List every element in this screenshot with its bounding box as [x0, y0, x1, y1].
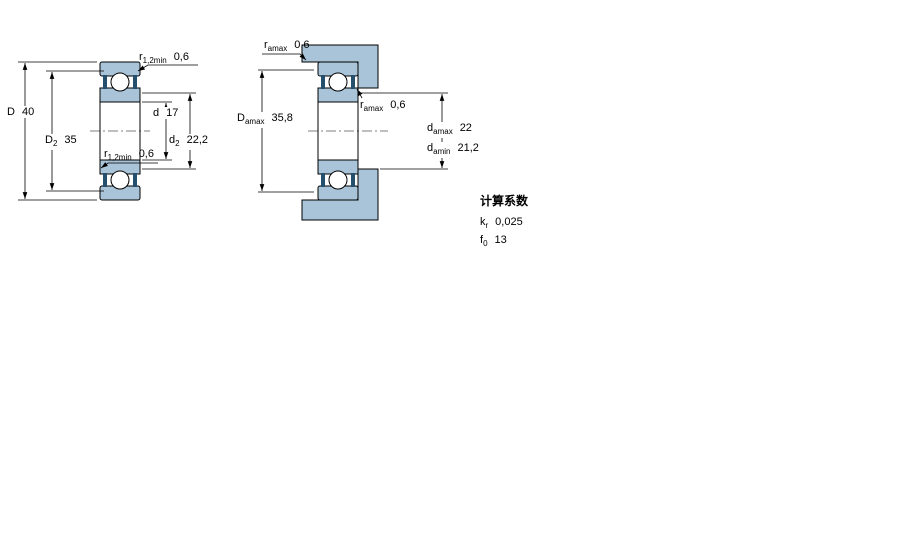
- right-bearing-view: [301, 44, 388, 221]
- factors-title: 计算系数: [480, 194, 529, 208]
- bearing-rings: [317, 61, 359, 201]
- left-dimension-lines: [18, 61, 198, 201]
- ball-icon: [328, 170, 348, 190]
- left-bearing-view: [90, 61, 150, 201]
- seal-icon: [321, 75, 355, 187]
- housing-section: [301, 44, 379, 221]
- ball-icon: [110, 72, 130, 92]
- bearing-rings: [99, 61, 141, 201]
- shaft-section: [301, 168, 379, 221]
- ball-icon: [328, 72, 348, 92]
- seal-icon: [103, 75, 137, 187]
- ball-icon: [110, 170, 130, 190]
